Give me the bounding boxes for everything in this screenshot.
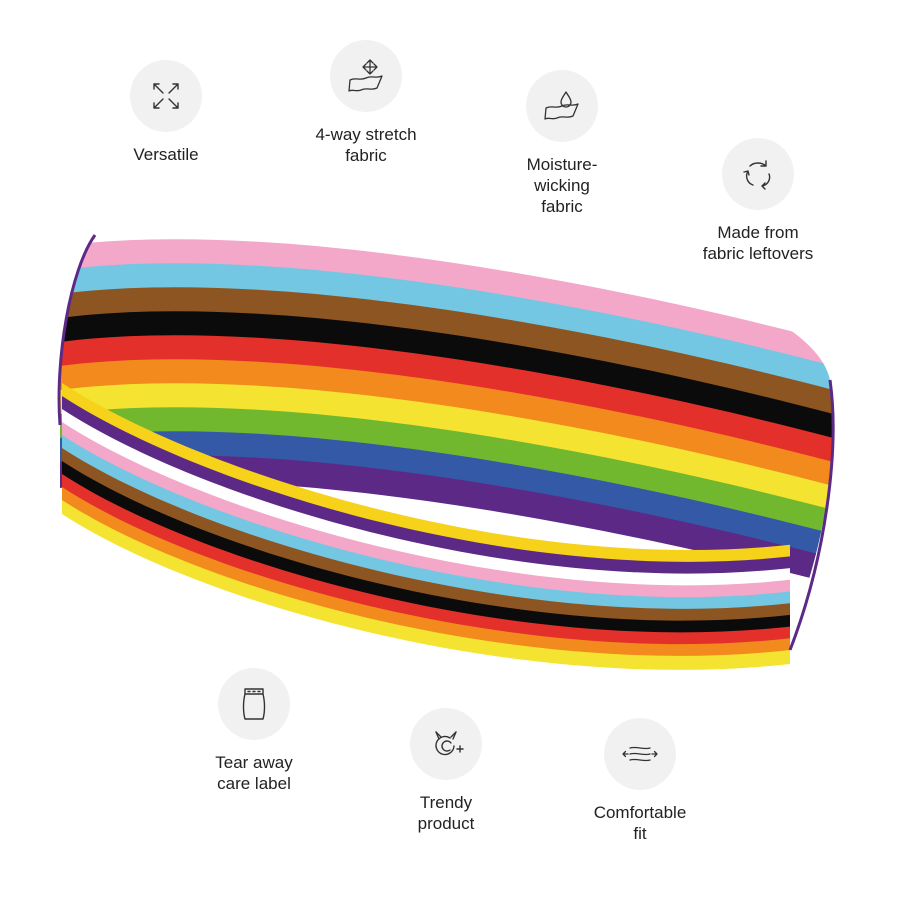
feature-trendy: Trendy product <box>356 708 536 834</box>
feature-moisture: Moisture- wicking fabric <box>472 70 652 217</box>
inner-stripe <box>62 448 790 623</box>
inner-stripe <box>62 461 790 635</box>
inner-stripe <box>62 487 790 659</box>
inner-stripe <box>62 383 790 565</box>
feature-label: Made from fabric leftovers <box>702 223 814 263</box>
arrows-out-icon <box>153 83 179 109</box>
outer-stripe <box>59 239 833 375</box>
care-label-icon <box>242 688 266 720</box>
feature-comfort: Comfortable fit <box>550 718 730 844</box>
comfort-fit-icon <box>622 746 658 762</box>
inner-stripe <box>62 500 790 670</box>
fabric-stretch-icon <box>348 59 383 92</box>
feature-leftovers: Made from fabric leftovers <box>668 138 848 264</box>
feature-stretch: 4-way stretch fabric <box>276 40 456 166</box>
feature-care-label: Tear away care label <box>164 668 344 794</box>
outer-stripe <box>59 287 833 423</box>
outer-stripe <box>59 311 833 447</box>
inner-stripe <box>62 396 790 576</box>
feature-label: Comfortable fit <box>593 803 687 843</box>
inner-stripe <box>62 435 790 612</box>
inner-stripe <box>62 474 790 647</box>
inner-stripes <box>62 383 790 670</box>
feature-label: Tear away care label <box>215 753 293 793</box>
outer-stripe <box>59 335 833 471</box>
feature-versatile: Versatile <box>76 60 256 165</box>
water-drop-fabric-icon <box>544 91 579 120</box>
feature-label: Versatile <box>133 145 199 164</box>
outer-stripe <box>59 359 833 495</box>
outer-stripe <box>59 215 833 351</box>
outer-stripe <box>59 263 833 399</box>
trendy-cat-icon <box>435 731 464 756</box>
feature-label: Trendy product <box>417 793 475 833</box>
feature-label: 4-way stretch fabric <box>315 125 417 165</box>
recycle-icon <box>743 160 771 190</box>
feature-label: Moisture- wicking fabric <box>526 155 598 216</box>
outer-stripes <box>59 215 833 591</box>
band-edge <box>57 234 835 651</box>
inner-stripe <box>62 409 790 588</box>
inner-stripe <box>62 422 790 600</box>
outer-stripe <box>59 383 833 519</box>
